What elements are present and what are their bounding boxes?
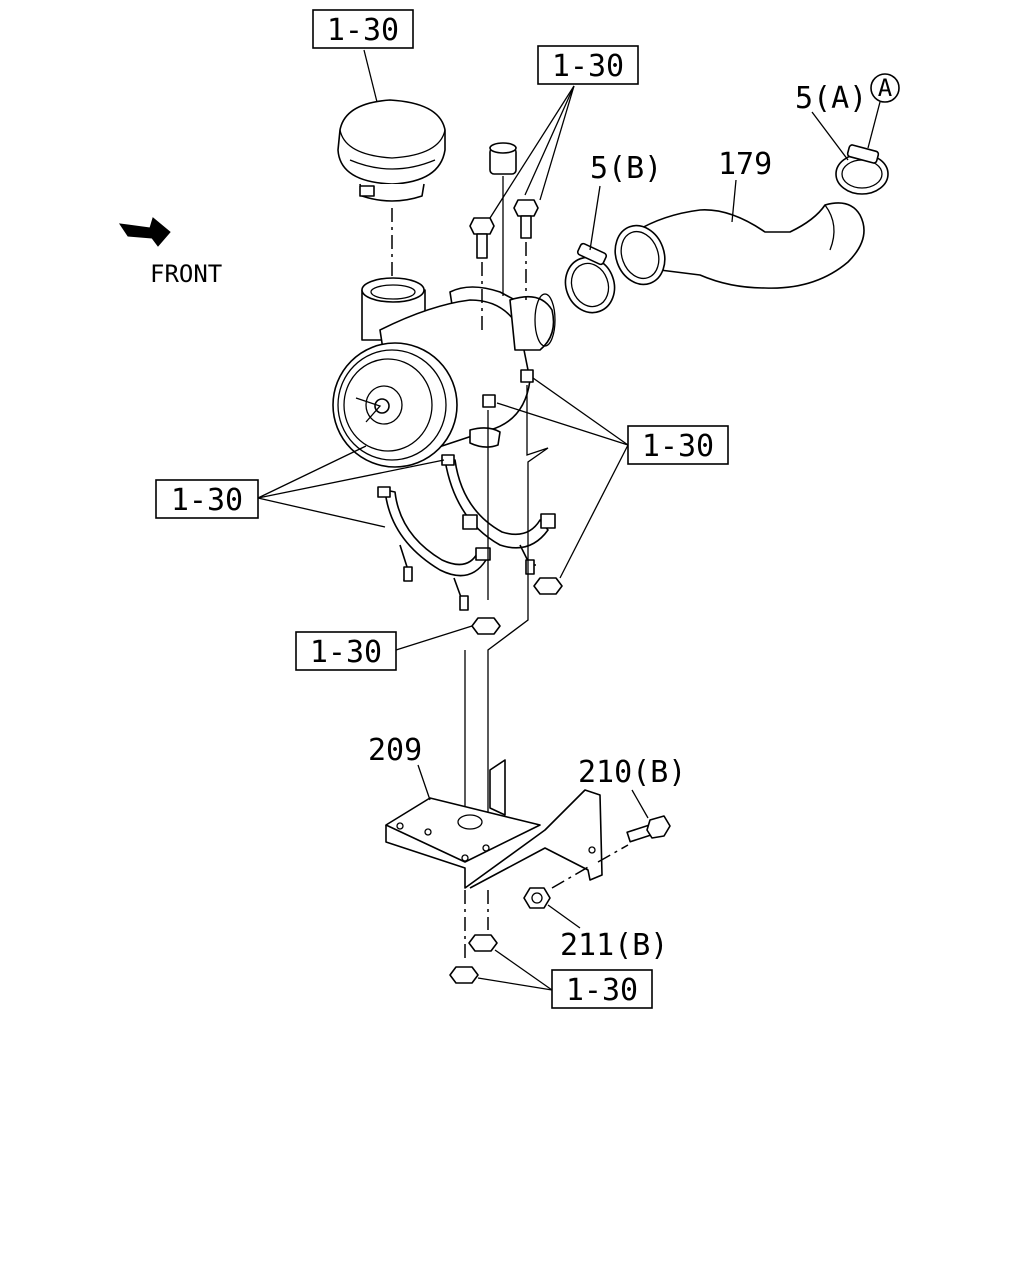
part-label-clamp-a: 5(A) bbox=[795, 81, 867, 116]
precleaner-cap bbox=[337, 99, 446, 202]
guide-line-right bbox=[487, 385, 549, 820]
part-label-bolt: 210(B) bbox=[578, 755, 686, 790]
front-label: FRONT bbox=[150, 260, 222, 288]
nuts-group bbox=[449, 577, 563, 984]
front-arrow-icon bbox=[118, 217, 171, 247]
ref-box-left-clamps[interactable]: 1-30 bbox=[155, 479, 259, 519]
centerline-bolt-210 bbox=[597, 844, 629, 863]
leader-lines bbox=[257, 49, 881, 991]
ref-label-bolts-top: 1-30 bbox=[552, 49, 624, 84]
air-cleaner-body bbox=[332, 277, 556, 468]
circle-ref-a[interactable]: A bbox=[870, 73, 900, 103]
clamp-5a bbox=[835, 144, 889, 195]
ref-label-nuts-bottom: 1-30 bbox=[566, 973, 638, 1008]
ref-box-top-cap[interactable]: 1-30 bbox=[312, 9, 414, 49]
part-label-nut: 211(B) bbox=[560, 928, 668, 963]
ref-label-right-clamps: 1-30 bbox=[642, 429, 714, 464]
top-bolts bbox=[469, 142, 539, 259]
bracket-209 bbox=[385, 759, 603, 889]
circle-ref-a-label: A bbox=[878, 74, 893, 102]
part-label-bracket: 209 bbox=[368, 733, 422, 768]
clamp-5b bbox=[564, 242, 616, 314]
part-label-clamp-b: 5(B) bbox=[590, 151, 662, 186]
ref-label-nut-mid: 1-30 bbox=[310, 635, 382, 670]
part-label-hose: 179 bbox=[718, 147, 772, 182]
ref-box-nuts-bottom[interactable]: 1-30 bbox=[551, 969, 653, 1009]
ref-box-right-clamps[interactable]: 1-30 bbox=[627, 425, 729, 465]
hose-179 bbox=[614, 202, 865, 289]
ref-box-bolts-top[interactable]: 1-30 bbox=[537, 45, 639, 85]
ref-label-left-clamps: 1-30 bbox=[171, 483, 243, 518]
ref-box-nut-mid[interactable]: 1-30 bbox=[295, 631, 397, 671]
centerline-nut-211 bbox=[551, 865, 591, 889]
ref-label-top-cap: 1-30 bbox=[327, 13, 399, 48]
mounting-straps bbox=[377, 369, 556, 611]
bolt-210 bbox=[626, 815, 671, 843]
nut-211 bbox=[523, 887, 551, 909]
